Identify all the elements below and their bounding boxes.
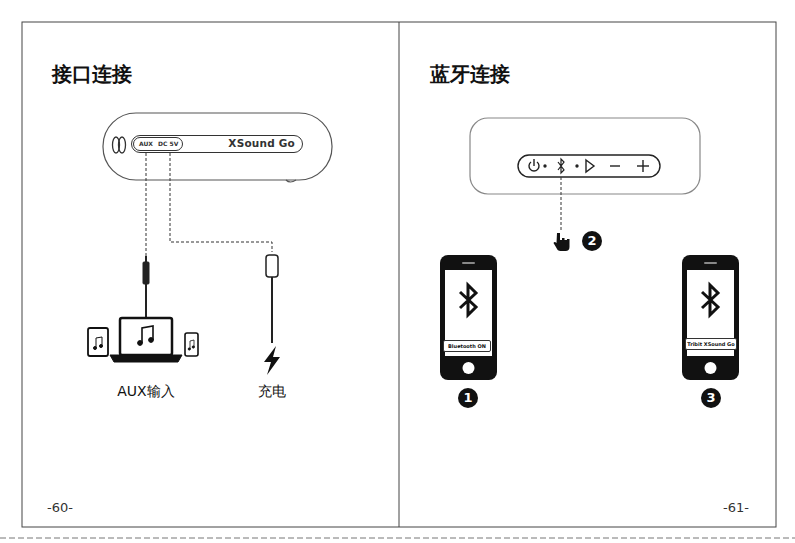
control-buttons	[642, 160, 643, 172]
screen-label-box: Bluetooth ON	[443, 340, 491, 352]
tablet-icon	[88, 328, 108, 356]
control-buttons	[586, 160, 594, 172]
laptop-icon	[110, 318, 182, 362]
speaker-grille	[119, 137, 126, 153]
node-text: XSound Go	[228, 137, 295, 149]
laptop-icon	[110, 355, 182, 362]
speaker-grille	[113, 137, 126, 153]
phone-illustration	[440, 255, 497, 380]
phone-illustration	[705, 362, 717, 374]
hand-icon	[554, 233, 570, 251]
phone-icon	[192, 346, 194, 348]
node-text: Tribit XSound Go	[686, 339, 736, 349]
hand-icon	[554, 233, 570, 251]
laptop-icon	[142, 326, 153, 343]
phone-illustration	[704, 262, 717, 264]
node-text: Bluetooth ON	[444, 341, 490, 351]
control-buttons	[518, 155, 660, 177]
phone-icon	[190, 340, 194, 349]
control-buttons	[558, 159, 564, 173]
charging-cable	[264, 346, 280, 375]
control-buttons	[533, 159, 534, 166]
phone-icon	[185, 333, 198, 356]
leader-line	[146, 153, 272, 256]
speaker-body	[286, 180, 296, 182]
port-caption: AUX输入	[117, 383, 174, 401]
node-text: AUX	[139, 140, 153, 147]
aux-cable	[143, 262, 149, 284]
page-frame	[399, 22, 400, 527]
node-text: DC 5V	[158, 140, 178, 147]
tablet-icon	[94, 347, 97, 350]
phone-illustration	[440, 255, 497, 380]
tablet-icon	[88, 328, 108, 356]
page-number: -61-	[723, 500, 749, 515]
section-heading: 接口连接	[52, 61, 132, 88]
callout-number: 3	[701, 388, 721, 408]
page-frame	[0, 22, 795, 538]
phone-icon	[185, 333, 198, 356]
charging-cable	[264, 255, 280, 375]
leader-line	[170, 153, 272, 252]
phone-illustration	[462, 262, 475, 264]
control-buttons	[610, 165, 620, 166]
label-strip: XSound Go AUX DC 5V	[131, 135, 303, 153]
aux-cable	[143, 256, 149, 318]
speaker-body	[103, 113, 332, 182]
control-buttons	[518, 155, 660, 177]
speaker-body	[470, 118, 700, 194]
screen-label-box: Tribit XSound Go	[685, 338, 737, 350]
speaker-body	[103, 113, 332, 180]
phone-illustration	[460, 285, 476, 315]
laptop-icon	[120, 318, 172, 355]
phone-illustration	[682, 255, 739, 380]
page-frame	[0, 538, 795, 539]
speaker-body	[470, 118, 700, 194]
phone-illustration	[702, 285, 718, 315]
laptop-icon	[138, 341, 143, 346]
tablet-icon	[96, 337, 102, 348]
leader-line	[146, 153, 147, 256]
callout-number: 2	[582, 231, 602, 251]
phone-illustration	[463, 362, 475, 374]
callout-number: 1	[458, 388, 478, 408]
port-caption: 充电	[258, 383, 286, 401]
leader-line	[561, 177, 562, 232]
control-buttons	[544, 165, 546, 167]
phone-illustration	[445, 270, 492, 356]
page-number: -60-	[47, 500, 73, 515]
phone-illustration	[682, 255, 739, 380]
section-heading: 蓝牙连接	[430, 61, 510, 88]
page-frame	[22, 22, 776, 527]
charging-cable	[266, 255, 278, 277]
port-panel: AUX DC 5V	[133, 137, 183, 151]
phone-icon	[188, 348, 190, 350]
laptop-icon	[149, 338, 154, 343]
leader-line	[561, 177, 562, 232]
tablet-icon	[100, 345, 103, 348]
charging-cable	[271, 277, 273, 343]
control-buttons	[576, 165, 578, 167]
